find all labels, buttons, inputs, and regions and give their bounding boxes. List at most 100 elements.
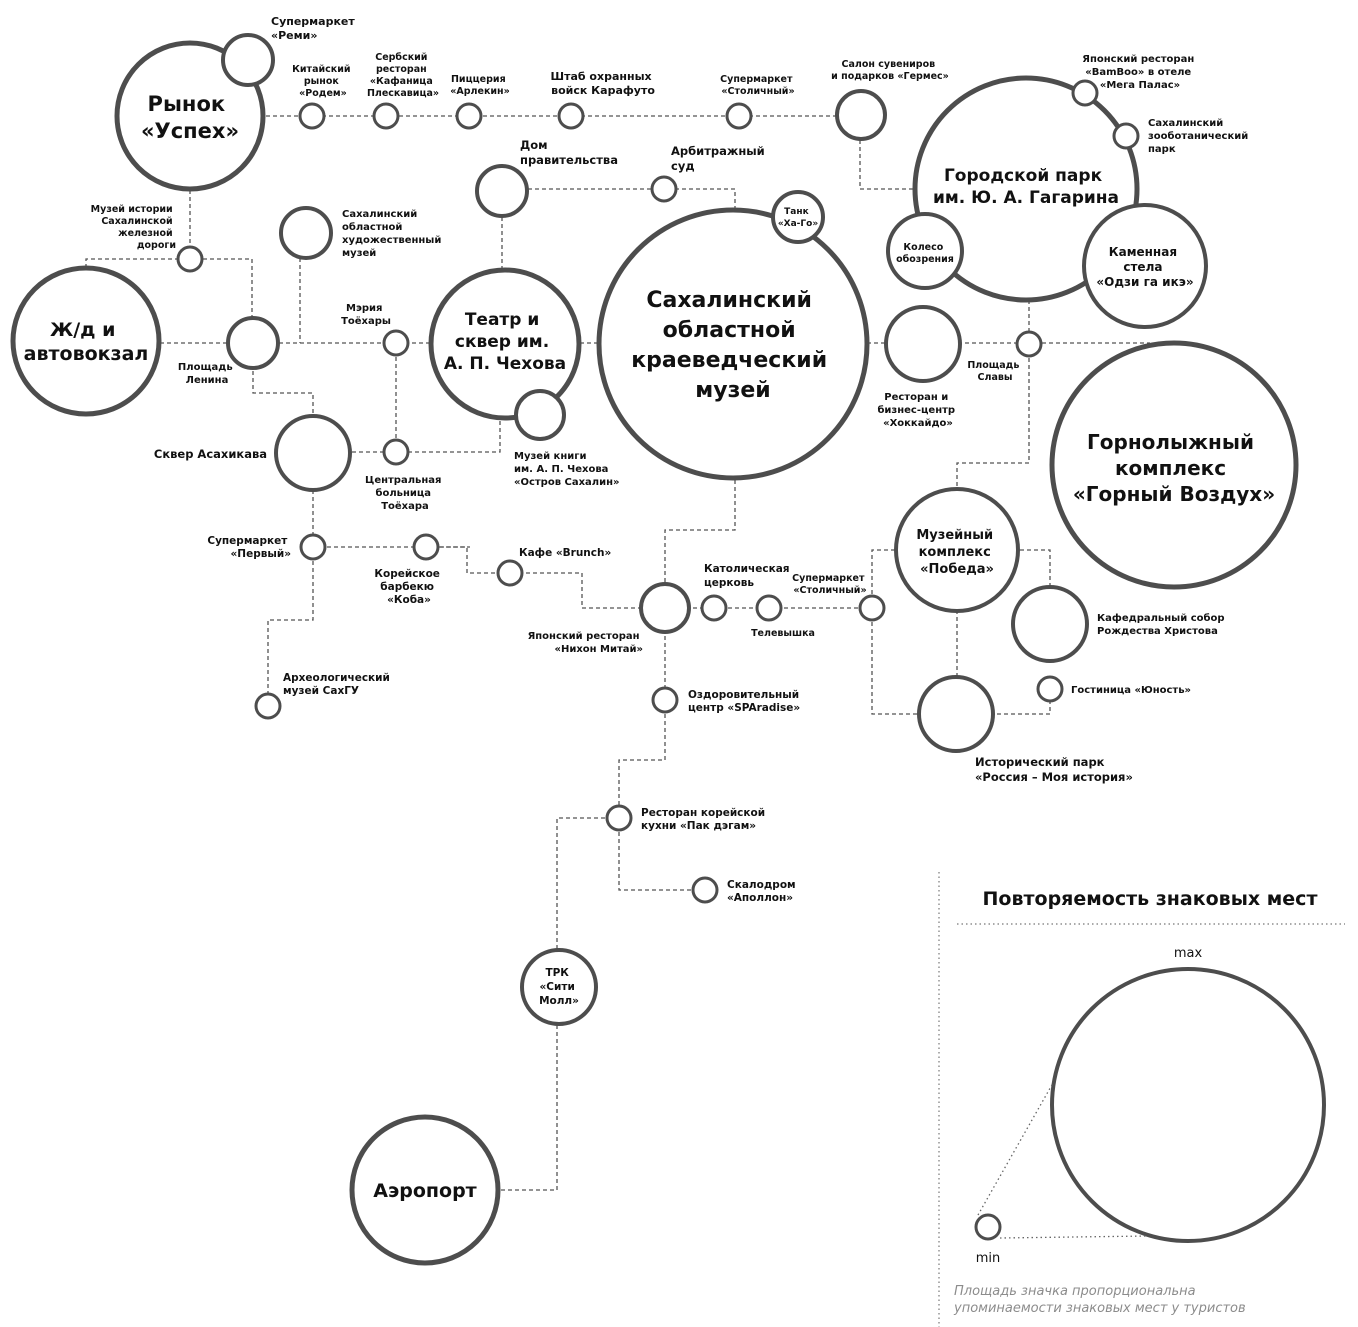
legend-title: Повторяемость знаковых мест	[983, 888, 1318, 910]
node-hokkaido[interactable]: Ресторан и бизнес-центр «Хоккайдо»	[877, 305, 962, 429]
svg-text:Сахалинский областной: Сахалинский областной художественный муз…	[342, 209, 445, 259]
svg-text:Танк «Ха-Го»: Танк «Ха-Го»	[778, 207, 818, 229]
svg-text:Аэропорт: Аэропорт	[373, 1180, 476, 1202]
svg-text:Салон сувениров и пода: Салон сувениров и подарков «Гермес»	[831, 59, 949, 82]
node-stolichny-2[interactable]: Супермаркет «Столичный»	[792, 573, 886, 622]
svg-text:Музей книги им. А. П.: Музей книги им. А. П. Чехова «Остров Сах…	[514, 451, 620, 488]
svg-text:Дом правительства: Дом правительства	[520, 138, 618, 167]
node-vokzal[interactable]: Ж/д и автовокзал	[10, 265, 162, 417]
node-aeroport[interactable]: Аэропорт	[349, 1114, 501, 1266]
node-gorny-vozduh[interactable]: Горнолыжный комплекс «Горный Воздух»	[1049, 340, 1299, 590]
rynok-label-line1: Рынок	[148, 92, 226, 116]
legend-max-label: max	[1174, 946, 1203, 961]
node-pobeda[interactable]: Музейный комплекс «Победа»	[894, 487, 1020, 613]
nodes: Рынок «Успех» Супермаркет «Реми» Китайск…	[10, 15, 1299, 1266]
svg-text:Японский ресторан «Них: Японский ресторан «Нихон Митай»	[528, 631, 643, 655]
svg-text:Музей истории Сахалинс: Музей истории Сахалинской железной дорог…	[91, 204, 176, 251]
node-koba[interactable]: Корейское барбекю «Коба»	[374, 533, 443, 606]
svg-text:Кафе «Brunch»: Кафе «Brunch»	[519, 547, 611, 559]
svg-text:Сербский ресторан: Сербский ресторан «Кафаница Плескавица»	[367, 52, 439, 99]
node-rynok-uspekh[interactable]: Рынок «Успех»	[114, 40, 266, 192]
node-kraeved-museum[interactable]: Сахалинский областной краеведческий музе…	[596, 207, 870, 481]
node-sobor[interactable]: Кафедральный собор Рождества Христова	[1011, 585, 1228, 663]
svg-text:Католическая церковь: Католическая церковь	[704, 563, 793, 589]
svg-text:Ресторан корейской кух: Ресторан корейской кухни «Пак дэгам»	[641, 807, 769, 832]
node-brunch[interactable]: Кафе «Brunch»	[496, 547, 611, 587]
svg-text:Супермаркет «Реми»: Супермаркет «Реми»	[271, 15, 359, 42]
svg-text:Оздоровительный центр: Оздоровительный центр «SPAradise»	[688, 689, 803, 714]
svg-text:Корейское барбекю: Корейское барбекю «Коба»	[374, 568, 443, 606]
node-zoo[interactable]: Сахалинский зообота­нический парк	[1112, 118, 1252, 155]
node-meria[interactable]: Мэрия Тоёхары	[341, 303, 410, 357]
node-art-museum[interactable]: Сахалинский областной художественный муз…	[279, 206, 445, 260]
node-nihon-mitai[interactable]: Японский ресторан «Нихон Митай»	[528, 582, 691, 655]
node-dom-pravitelstva[interactable]: Дом правительства	[475, 138, 618, 218]
node-museum-railway[interactable]: Музей истории Сахалинской железной дорог…	[91, 204, 204, 273]
node-apollon[interactable]: Скалодром «Аполлон»	[691, 876, 799, 904]
node-arh-museum[interactable]: Археологический музей СахГУ	[254, 672, 394, 720]
node-park-gagarina[interactable]: Городской парк им. Ю. А. Гагарина	[912, 75, 1140, 303]
node-arlekin[interactable]: Пиццерия «Арлекин»	[450, 74, 510, 130]
links	[85, 115, 1150, 1191]
svg-text:Сахалинский областной: Сахалинский областной краеведческий музе…	[631, 288, 835, 403]
node-teatr-chekhova[interactable]: Театр и сквер им. А. П. Чехова	[428, 267, 582, 421]
svg-text:Горнолыжный комплекс: Горнолыжный комплекс «Горный Воздух»	[1073, 430, 1275, 506]
svg-text:Сахалинский зообота­ни: Сахалинский зообота­нический парк	[1148, 118, 1252, 155]
node-spa[interactable]: Оздоровительный центр «SPAradise»	[651, 686, 803, 714]
node-tank[interactable]: Танк «Ха-Го»	[771, 190, 825, 244]
node-kafanica[interactable]: Сербский ресторан «Кафаница Плескавица»	[367, 52, 439, 130]
svg-text:Супермаркет «Первый»: Супермаркет «Первый»	[207, 535, 291, 560]
svg-text:Центральная больница: Центральная больница Тоёхара	[365, 475, 445, 512]
svg-text:Археологический музей: Археологический музей СахГУ	[283, 672, 394, 697]
svg-text:Арбитражный суд: Арбитражный суд	[671, 144, 769, 173]
legend-caption: Площадь значка пропорциональна упоминаем…	[953, 1284, 1246, 1316]
node-ploshad-slavy[interactable]: Площадь Славы	[967, 330, 1043, 383]
svg-text:Площадь Ленина: Площадь Ленина	[178, 362, 236, 386]
svg-text:ТРК «Сити Молл: ТРК «Сити Молл»	[539, 967, 579, 1007]
node-ploshad-lenina[interactable]: Площадь Ленина	[178, 316, 280, 386]
svg-text:Каменная стела: Каменная стела «Одзи га икэ»	[1096, 245, 1193, 289]
svg-text:Телевышка: Телевышка	[751, 628, 815, 639]
svg-text:Колесо обозрения: Колесо обозрения	[896, 242, 954, 265]
node-germes[interactable]: Салон сувениров и подарков «Гермес»	[831, 59, 949, 141]
legend-min-label: min	[976, 1251, 1001, 1266]
svg-text:Китайский рынок: Китайский рынок «Родем»	[292, 64, 354, 99]
svg-text:Театр и сквер им.: Театр и сквер им. А. П. Чехова	[444, 310, 566, 374]
node-yunost[interactable]: Гостиница «Юность»	[1036, 675, 1191, 703]
svg-text:Исторический парк «Рос: Исторический парк «Россия – Моя история»	[975, 755, 1133, 784]
svg-text:Супермаркет «Столичный: Супермаркет «Столичный»	[720, 74, 796, 97]
node-telebashnya[interactable]: Телевышка	[751, 594, 815, 639]
node-stolichny-1[interactable]: Супермаркет «Столичный»	[720, 74, 796, 130]
legend: Повторяемость знаковых мест max min Площ…	[938, 872, 1345, 1327]
svg-text:Площадь Славы: Площадь Славы	[967, 360, 1022, 383]
node-shtab[interactable]: Штаб охранных войск Карафуто	[551, 70, 656, 130]
node-istpark[interactable]: Исторический парк «Россия – Моя история»	[917, 675, 1133, 784]
node-arbitrazh-sud[interactable]: Арбитражный суд	[650, 144, 769, 203]
node-bolnica[interactable]: Центральная больница Тоёхара	[365, 438, 445, 512]
svg-text:Ж/д и автовокзал: Ж/д и автовокзал	[24, 319, 149, 365]
node-skver-asahikava[interactable]: Сквер Асахикава	[154, 414, 352, 492]
node-bamboo[interactable]: Японский ресторан «BamBoo» в отеле «Мега…	[1071, 54, 1198, 107]
node-stela[interactable]: Каменная стела «Одзи га икэ»	[1082, 203, 1208, 329]
legend-connector-bottom	[999, 1235, 1149, 1239]
svg-text:Рынок «Успех»: Рынок «Успех»	[141, 92, 239, 143]
svg-text:Японский ресторан «Bam: Японский ресторан «BamBoo» в отеле «Мега…	[1082, 54, 1197, 91]
svg-text:Гостиница «Юность»: Гостиница «Юность»	[1071, 685, 1191, 696]
node-perviy[interactable]: Супермаркет «Первый»	[207, 533, 327, 561]
node-koleso[interactable]: Колесо обозрения	[886, 212, 964, 290]
legend-connector-top	[977, 1082, 1054, 1216]
node-supermarket-remi[interactable]: Супермаркет «Реми»	[221, 15, 359, 87]
node-katol-church[interactable]: Католическая церковь	[700, 563, 793, 622]
node-trk-siti-moll[interactable]: ТРК «Сити Молл»	[520, 948, 598, 1026]
legend-min-circle	[974, 1213, 1002, 1241]
node-pak-degam[interactable]: Ресторан корейской кухни «Пак дэгам»	[605, 804, 769, 832]
svg-text:Мэрия Тоёхары: Мэрия Тоёхары	[341, 303, 391, 327]
svg-text:Пиццерия «Арлекин»: Пиццерия «Арлекин»	[450, 74, 510, 97]
node-museum-knigi[interactable]: Музей книги им. А. П. Чехова «Остров Сах…	[514, 389, 620, 488]
svg-text:Ресторан и бизнес-цент: Ресторан и бизнес-центр «Хоккайдо»	[877, 392, 958, 429]
svg-text:Сквер Асахикава: Сквер Асахикава	[154, 447, 267, 461]
svg-text:Городской парк им. Ю.: Городской парк им. Ю. А. Гагарина	[933, 166, 1119, 208]
node-rodem[interactable]: Китайский рынок «Родем»	[292, 64, 354, 130]
svg-text:Скалодром «Аполлон»: Скалодром «Аполлон»	[727, 879, 799, 904]
